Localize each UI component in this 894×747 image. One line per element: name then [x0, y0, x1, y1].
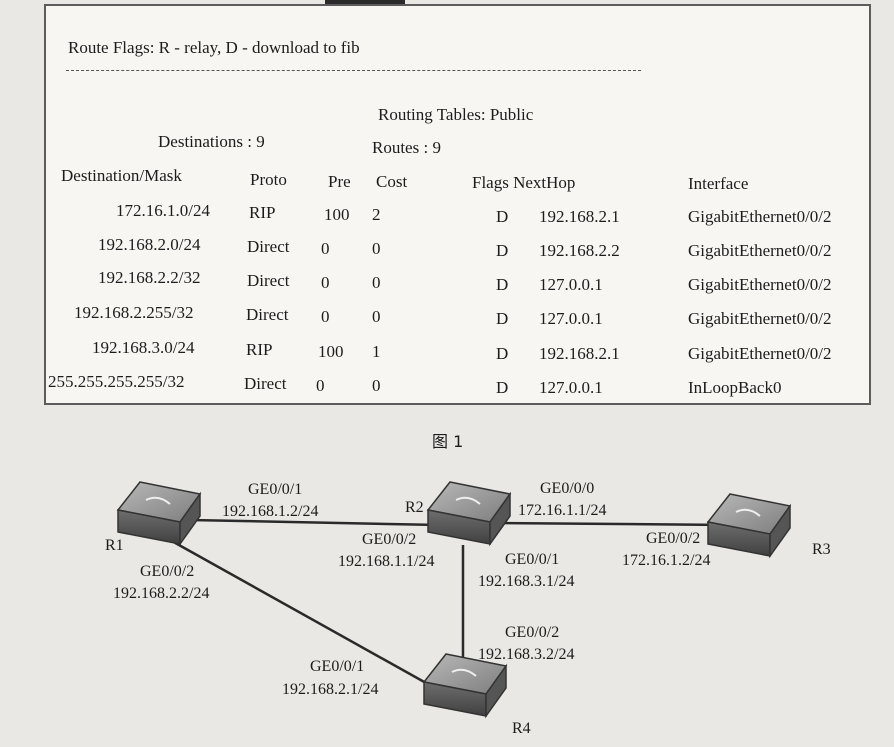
header-proto: Proto	[250, 170, 287, 189]
table-cell-interface: GigabitEthernet0/0/2	[688, 207, 832, 226]
table-cell-cost: 0	[372, 273, 381, 292]
router-r3-icon	[706, 493, 792, 559]
table-cell-cost: 0	[372, 307, 381, 326]
table-cell-proto: Direct	[246, 305, 289, 324]
table-cell-dest: 172.16.1.0/24	[116, 201, 210, 220]
ip-label: 192.168.1.2/24	[222, 503, 319, 520]
table-cell-interface: GigabitEthernet0/0/2	[688, 275, 832, 294]
ip-label: 192.168.2.2/24	[113, 585, 210, 602]
router-r4-icon	[422, 653, 508, 719]
port-label: GE0/0/2	[505, 624, 560, 641]
router-r2-label: R2	[405, 499, 424, 516]
table-cell-nexthop: 127.0.0.1	[539, 309, 603, 328]
table-cell-dest: 192.168.3.0/24	[92, 338, 195, 357]
table-cell-dest: 255.255.255.255/32	[48, 372, 185, 391]
port-label: GE0/0/2	[646, 530, 701, 547]
port-label: GE0/0/2	[362, 531, 417, 548]
ip-label: 172.16.1.2/24	[622, 552, 711, 569]
table-cell-interface: GigabitEthernet0/0/2	[688, 344, 832, 363]
port-label: GE0/0/1	[505, 551, 560, 568]
router-r1-icon	[116, 481, 202, 547]
router-r3-label: R3	[812, 541, 831, 558]
table-title: Routing Tables: Public	[378, 105, 534, 124]
table-cell-pre: 100	[324, 205, 350, 224]
ip-label: 192.168.3.1/24	[478, 573, 575, 590]
ip-label: 192.168.3.2/24	[478, 646, 575, 663]
table-cell-nexthop: 192.168.2.1	[539, 344, 620, 363]
router-r1-label: R1	[105, 537, 124, 554]
header-flags-nexthop: Flags NextHop	[472, 173, 576, 192]
table-cell-pre: 0	[321, 239, 330, 258]
table-cell-nexthop: 127.0.0.1	[539, 378, 603, 397]
table-cell-cost: 2	[372, 205, 381, 224]
figure-caption: 图 1	[432, 432, 464, 451]
ip-label: 192.168.2.1/24	[282, 681, 379, 698]
header-cost: Cost	[376, 172, 408, 191]
table-cell-dest: 192.168.2.2/32	[98, 268, 201, 287]
table-cell-flags: D	[496, 275, 509, 294]
table-cell-cost: 0	[372, 239, 381, 258]
link-r1-r4	[169, 538, 436, 690]
table-cell-nexthop: 192.168.2.2	[539, 241, 620, 260]
table-cell-flags: D	[496, 241, 509, 260]
route-flags-text: Route Flags: R - relay, D - download to …	[68, 38, 360, 57]
header-interface: Interface	[688, 174, 749, 193]
table-cell-dest: 192.168.2.255/32	[74, 303, 194, 322]
table-cell-nexthop: 127.0.0.1	[539, 275, 603, 294]
port-label: GE0/0/0	[540, 480, 595, 497]
header-pre: Pre	[328, 172, 351, 191]
table-cell-pre: 0	[321, 307, 330, 326]
link-r2-r3	[499, 521, 731, 527]
table-cell-flags: D	[496, 309, 509, 328]
router-r4-label: R4	[512, 720, 531, 737]
table-cell-cost: 1	[372, 342, 381, 361]
table-cell-proto: RIP	[246, 340, 273, 359]
table-cell-dest: 192.168.2.0/24	[98, 235, 201, 254]
table-cell-proto: Direct	[247, 237, 290, 256]
table-cell-pre: 100	[318, 342, 344, 361]
port-label: GE0/0/1	[248, 481, 303, 498]
table-cell-proto: RIP	[249, 203, 276, 222]
router-r2-icon	[426, 481, 512, 547]
table-cell-interface: GigabitEthernet0/0/2	[688, 241, 832, 260]
destinations-count: Destinations : 9	[158, 132, 265, 151]
routes-count: Routes : 9	[372, 138, 441, 157]
table-cell-interface: InLoopBack0	[688, 378, 782, 397]
link-r1-r2	[189, 518, 441, 527]
routing-table-panel: Route Flags: R - relay, D - download to …	[44, 4, 871, 405]
table-cell-flags: D	[496, 378, 509, 397]
table-cell-proto: Direct	[247, 271, 290, 290]
table-cell-nexthop: 192.168.2.1	[539, 207, 620, 226]
table-cell-flags: D	[496, 207, 509, 226]
port-label: GE0/0/1	[310, 658, 365, 675]
table-cell-cost: 0	[372, 376, 381, 395]
table-cell-flags: D	[496, 344, 509, 363]
table-cell-pre: 0	[321, 273, 330, 292]
ip-label: 172.16.1.1/24	[518, 502, 607, 519]
ip-label: 192.168.1.1/24	[338, 553, 435, 570]
table-cell-interface: GigabitEthernet0/0/2	[688, 309, 832, 328]
header-destination: Destination/Mask	[61, 166, 182, 185]
table-cell-proto: Direct	[244, 374, 287, 393]
port-label: GE0/0/2	[140, 563, 195, 580]
table-cell-pre: 0	[316, 376, 325, 395]
dashed-separator	[66, 70, 641, 71]
